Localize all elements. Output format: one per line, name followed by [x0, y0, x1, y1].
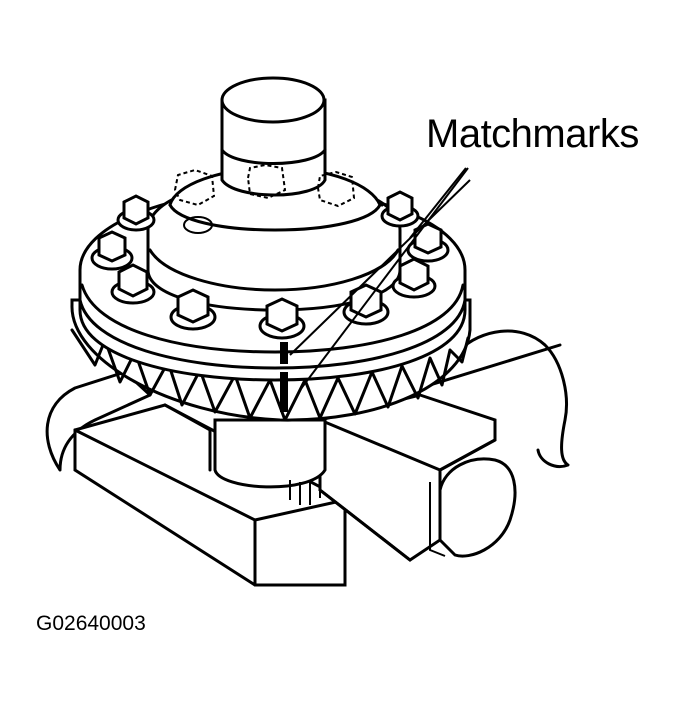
ring-gear-bolt	[380, 190, 420, 228]
figure-code: G02640003	[36, 612, 146, 635]
vise-jaw-left	[73, 403, 347, 587]
vise-jaw-right	[318, 393, 517, 562]
ring-gear-bolt	[110, 263, 156, 305]
ring-gear-bolt	[406, 222, 450, 263]
lower-shaft	[213, 418, 327, 505]
hidden-bolts	[173, 163, 356, 208]
hidden-bolt	[246, 163, 287, 200]
matchmarks-label: Matchmarks	[426, 112, 639, 156]
matchmarks	[280, 342, 288, 412]
ring-gear-bolt	[391, 257, 437, 299]
ring-gear-bolts	[90, 190, 450, 340]
matchmark-case	[280, 342, 288, 364]
hidden-bolt	[173, 168, 216, 207]
ring-gear-bolt	[116, 194, 156, 232]
ring-gear-bolt	[169, 288, 217, 331]
matchmark-gear	[280, 372, 288, 412]
ring-gear-bolt	[342, 283, 390, 326]
vise-body	[45, 329, 570, 472]
ring-gear-bolt	[258, 297, 306, 340]
differential-case	[146, 166, 402, 312]
ring-gear-bolt	[90, 230, 134, 271]
pinion-shaft	[220, 76, 327, 197]
hidden-bolt	[316, 170, 356, 208]
callout-leaders	[289, 167, 471, 391]
